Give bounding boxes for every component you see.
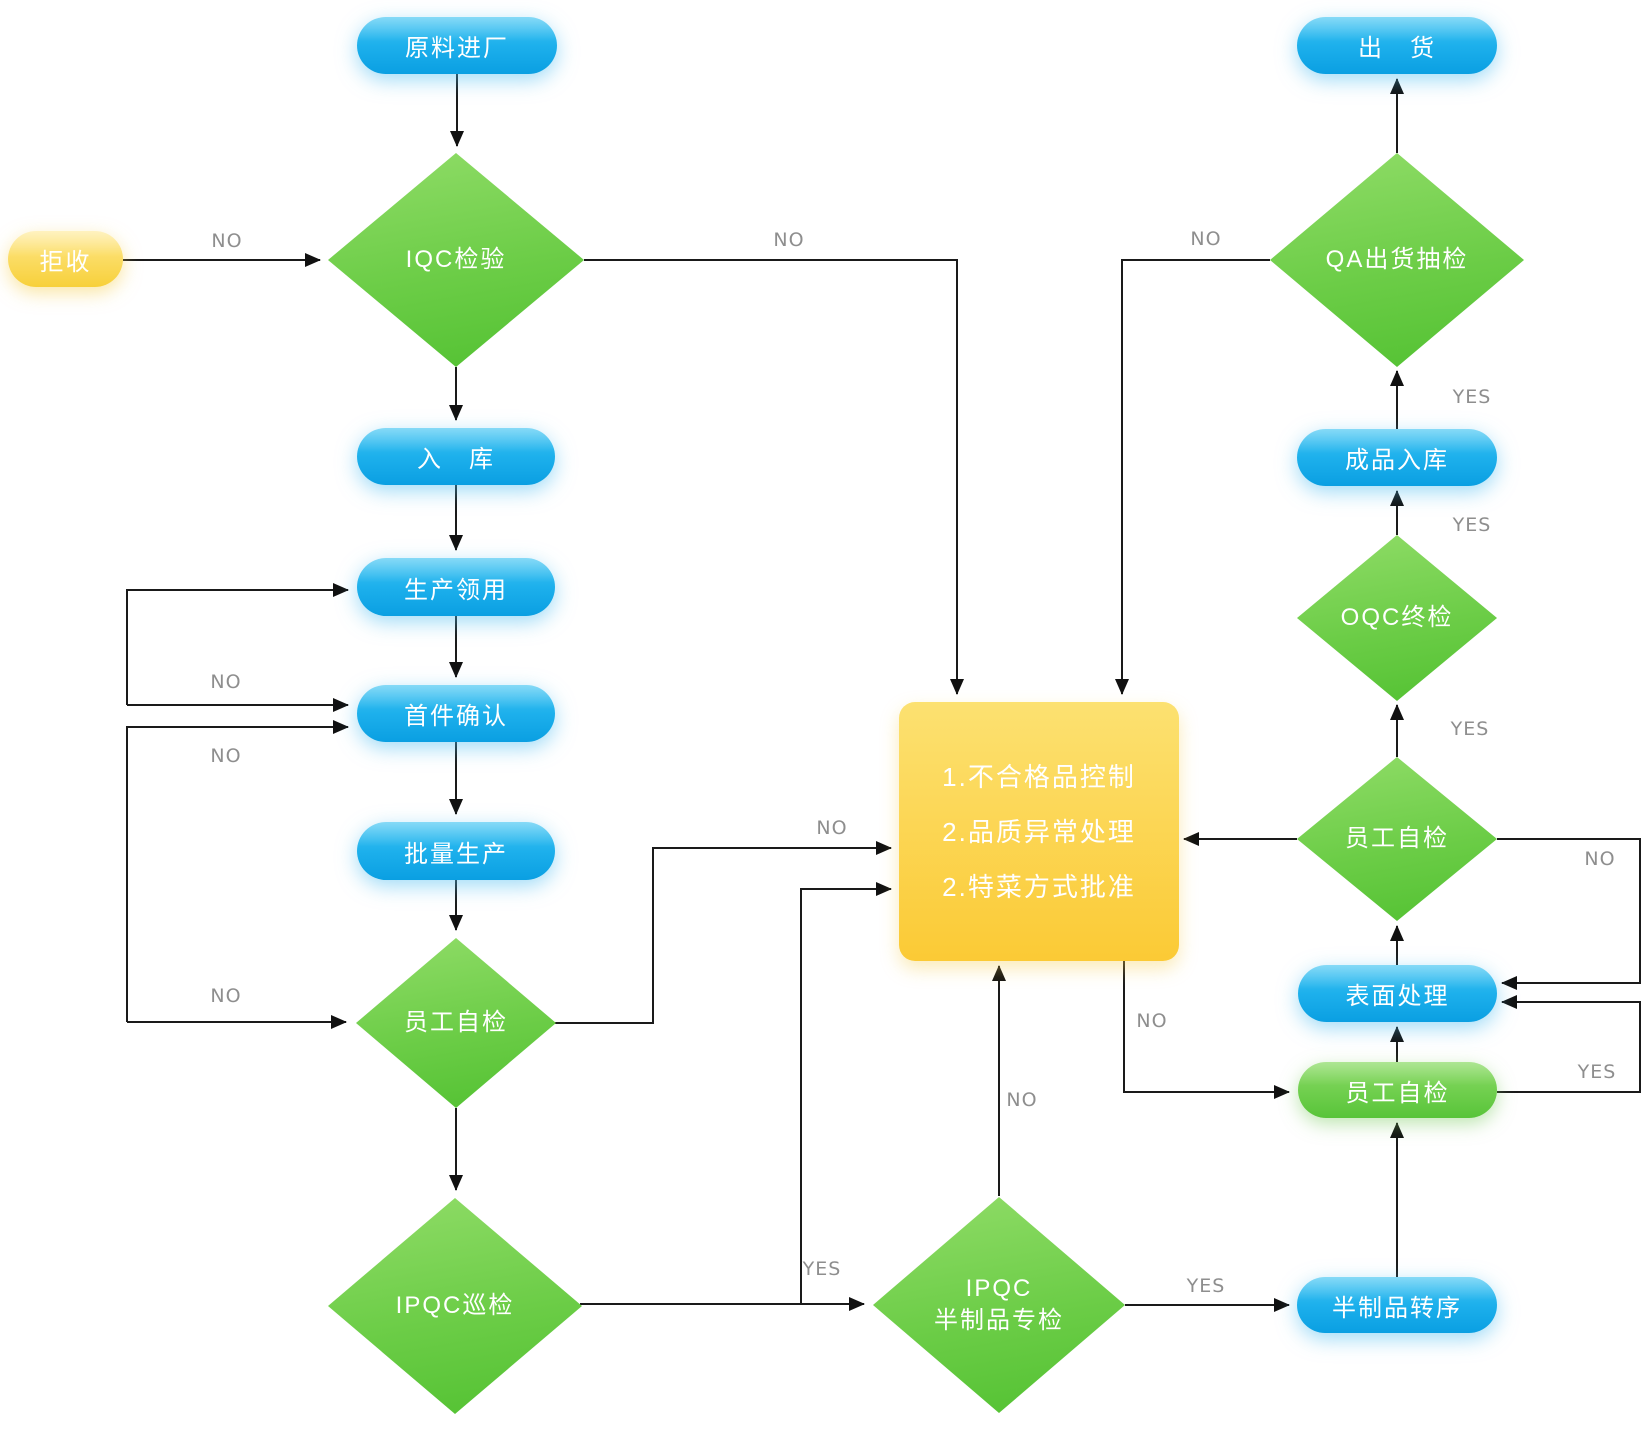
edge-selfright-no-to-surface [1497,838,1641,990]
edge-label-reject-to-iqc: NO [211,230,243,252]
node-iqc-inspection-label: IQC检验 [405,245,507,273]
edge-label-selfpill-yes-to-surface: YES [1577,1061,1617,1083]
node-reject-label: 拒收 [39,248,92,276]
edge-label-loop-b-to-self: NO [210,985,242,1007]
edge-label-semi-no-to-box: NO [1006,1089,1038,1111]
edge-label-box-no-to-selfpill: NO [1136,1010,1168,1032]
edge-selfpill-yes-to-surface [1497,995,1641,1093]
edge-loop-b-to-first [126,720,349,1022]
node-first-article-confirmation-label: 首件确认 [404,703,508,730]
node-production-requisition-label: 生产领用 [404,576,508,604]
node-semi-product-transfer-label: 半制品转序 [1332,1294,1462,1322]
node-nonconforming-control-box-line-0: 1.不合格品控制 [942,761,1136,792]
node-surface-treatment-label: 表面处理 [1345,983,1450,1010]
node-self-inspection-pill: 员工自检 [1298,1062,1497,1118]
edge-label-oqc-yes-to-finished: YES [1452,514,1492,536]
edge-self-left-no-to-box [554,841,892,1024]
edge-label-iqc-no-to-box: NO [773,229,805,251]
node-oqc-final-inspection-label: OQC终检 [1340,603,1454,631]
node-nonconforming-control-box-line-1: 2.品质异常处理 [942,816,1136,847]
node-self-inspection-right-label: 员工自检 [1345,824,1449,852]
edge-box-no-to-selfpill [1123,961,1290,1099]
node-nonconforming-control-box: 1.不合格品控制 2.品质异常处理 2.特菜方式批准 [899,702,1179,961]
node-ipqc-semi-product-inspection-line-0: IPQC [965,1274,1033,1302]
node-ipqc-patrol-label: IPQC巡检 [395,1291,515,1319]
node-warehouse-in-label: 入 库 [417,446,495,473]
node-qa-outgoing-sampling-label: QA出货抽检 [1325,245,1469,273]
edge-branch-up-to-box [800,882,892,1304]
node-reject: 拒收 [8,231,123,287]
edge-label-loop-a-to-requisition: NO [210,671,242,693]
edge-loop-a-to-requisition [126,583,349,705]
node-ipqc-semi-product-inspection-line-1: 半制品专检 [934,1307,1064,1334]
edge-label-semi-yes-to-transfer: YES [1186,1275,1226,1297]
edge-label-ipqc-yes-to-semi: YES [802,1258,842,1280]
edge-iqc-no-to-box [584,259,964,695]
edge-label-self-left-no-to-box: NO [816,817,848,839]
node-finished-goods-warehouse-label: 成品入库 [1345,447,1449,474]
node-self-inspection-pill-label: 员工自检 [1345,1079,1450,1107]
node-self-inspection-left-label: 员工自检 [404,1008,508,1036]
node-shipment: 出 货 [1297,17,1497,74]
edge-label-selfright-yes-to-oqc: YES [1450,718,1490,740]
edge-label-selfright-no-to-surface: NO [1584,848,1616,870]
node-finished-goods-warehouse: 成品入库 [1297,429,1497,486]
node-surface-treatment: 表面处理 [1298,965,1497,1022]
edge-label-finished-yes-to-qa: YES [1452,386,1492,408]
node-raw-material-arrival: 原料进厂 [357,17,557,74]
node-semi-product-transfer: 半制品转序 [1297,1277,1497,1333]
node-nonconforming-control-box-line-2: 2.特菜方式批准 [942,871,1136,902]
node-batch-production-label: 批量生产 [404,840,508,868]
node-production-requisition: 生产领用 [357,558,555,616]
node-shipment-label: 出 货 [1358,35,1436,62]
node-batch-production: 批量生产 [357,822,555,880]
node-warehouse-in: 入 库 [357,428,555,485]
edge-qa-no-to-box [1115,259,1270,695]
node-first-article-confirmation: 首件确认 [357,685,555,742]
edge-label-qa-no-to-box: NO [1190,228,1222,250]
edge-label-loop-b-to-first: NO [210,745,242,767]
node-raw-material-arrival-label: 原料进厂 [405,35,509,62]
